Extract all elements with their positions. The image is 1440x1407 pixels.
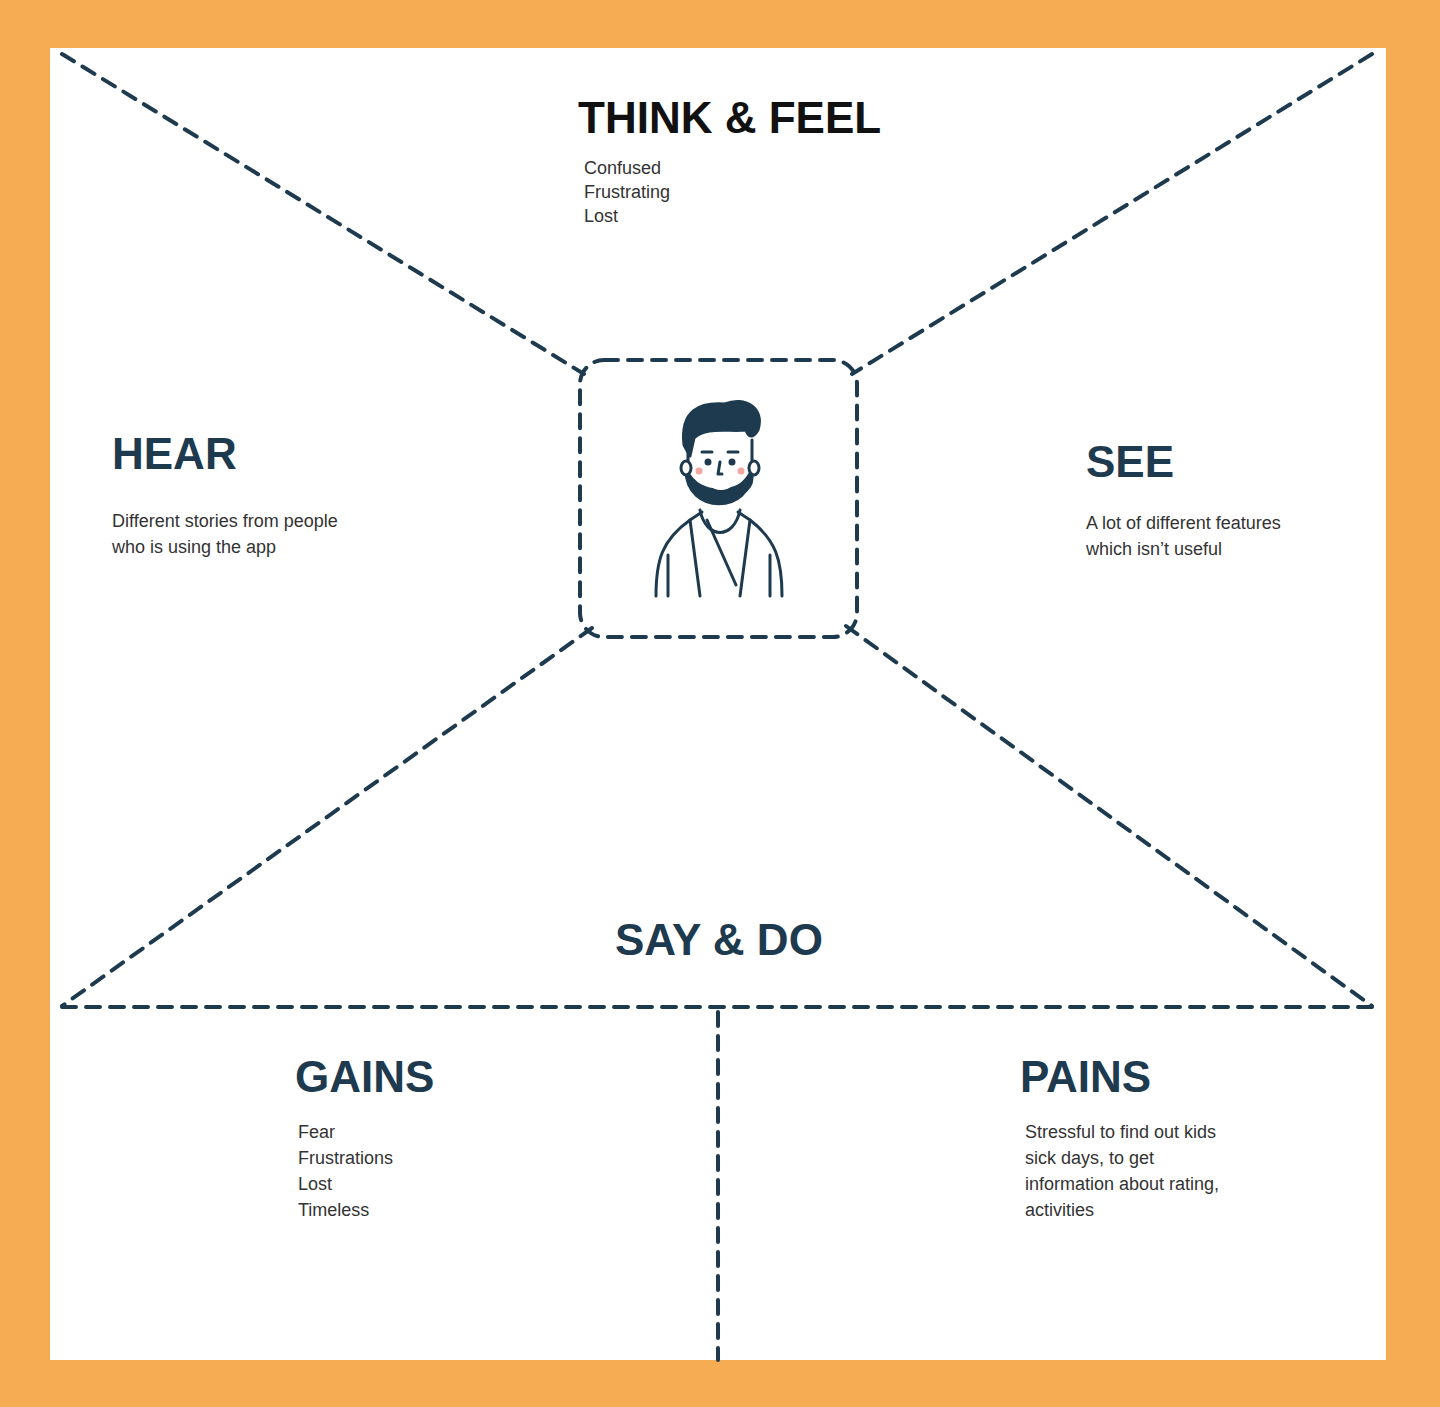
think-feel-region: THINK & FEEL Confused Frustrating Lost [578,94,881,228]
section-body: Confused Frustrating Lost [584,156,670,228]
section-heading: SEE [1086,438,1311,486]
section-body: A lot of different features which isn’t … [1086,510,1311,562]
pains-region: PAINS Stressful to find out kids sick day… [1020,1053,1240,1223]
person-illustration [656,402,782,596]
section-heading: THINK & FEEL [578,94,881,142]
section-heading: HEAR [112,430,362,478]
section-heading: PAINS [1020,1053,1240,1101]
gains-region: GAINS Fear Frustrations Lost Timeless [295,1053,434,1223]
section-heading: GAINS [295,1053,434,1101]
say-do-region: SAY & DO [615,916,823,964]
see-region: SEE A lot of different features which isn… [1086,438,1311,562]
section-body: Different stories from people who is usi… [112,508,362,560]
section-body: Stressful to find out kids sick days, to… [1025,1119,1240,1223]
section-heading: SAY & DO [615,916,823,964]
hear-region: HEAR Different stories from people who is… [112,430,362,560]
section-body: Fear Frustrations Lost Timeless [298,1119,393,1223]
